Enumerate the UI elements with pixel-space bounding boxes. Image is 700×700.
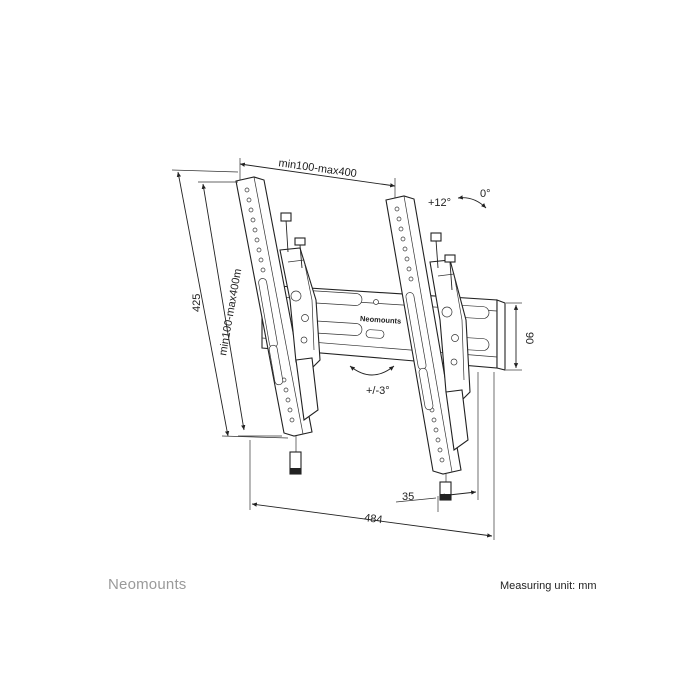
rotation-label: +/-3° xyxy=(366,385,390,397)
left-tv-arm xyxy=(235,176,321,475)
total-height-label: 425 xyxy=(191,294,203,312)
vesa-width-label: min100-max400 xyxy=(278,157,358,180)
right-tv-arm xyxy=(385,195,471,501)
left-arm-holes xyxy=(244,187,295,423)
brand-name: Neomounts xyxy=(108,576,187,593)
rotation-indicator: +/-3° xyxy=(349,365,395,397)
depth-dimension: 35 xyxy=(395,372,479,512)
total-width-label: 484 xyxy=(363,512,383,526)
right-arm-holes xyxy=(394,206,445,463)
measuring-unit-note: Measuring unit: mm xyxy=(500,580,597,592)
tilt-indicator: +12° 0° xyxy=(428,188,491,209)
depth-label: 35 xyxy=(402,491,414,503)
rail-height-label: 90 xyxy=(523,332,535,344)
total-width-dimension: 484 xyxy=(249,372,495,540)
tilt-back-label: 0° xyxy=(480,188,491,200)
rail-height-dimension: 90 xyxy=(506,302,535,371)
plate-logo: Neomounts xyxy=(360,314,402,326)
vesa-height-label: min100-max400m xyxy=(217,268,244,357)
tilt-forward-label: +12° xyxy=(428,197,451,209)
